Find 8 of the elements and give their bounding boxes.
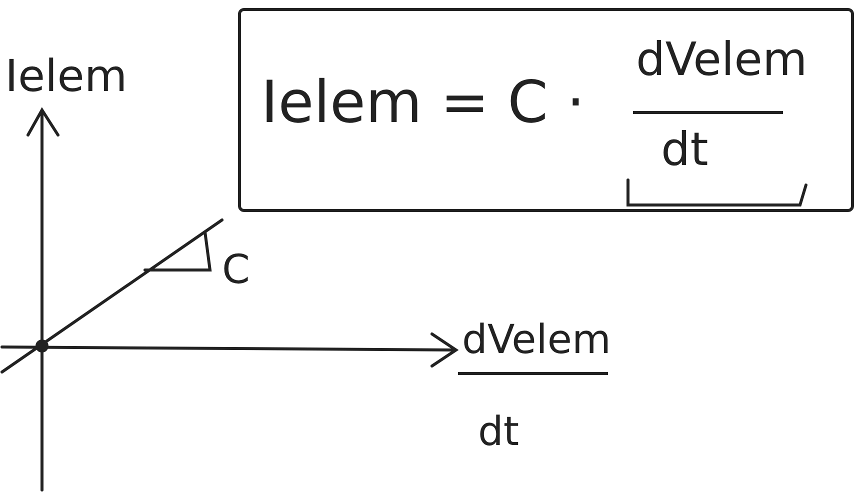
- fraction-denominator: dt: [661, 126, 708, 172]
- x-axis-label: dVelem: [462, 320, 611, 360]
- equation-box: [238, 8, 854, 212]
- slope-label: C: [222, 250, 250, 290]
- y-axis-label: Ielem: [5, 55, 128, 99]
- equation-text: Ielem = C ·: [261, 73, 585, 131]
- x-axis-label: dt: [478, 412, 520, 452]
- fraction-numerator: dVelem: [636, 36, 808, 82]
